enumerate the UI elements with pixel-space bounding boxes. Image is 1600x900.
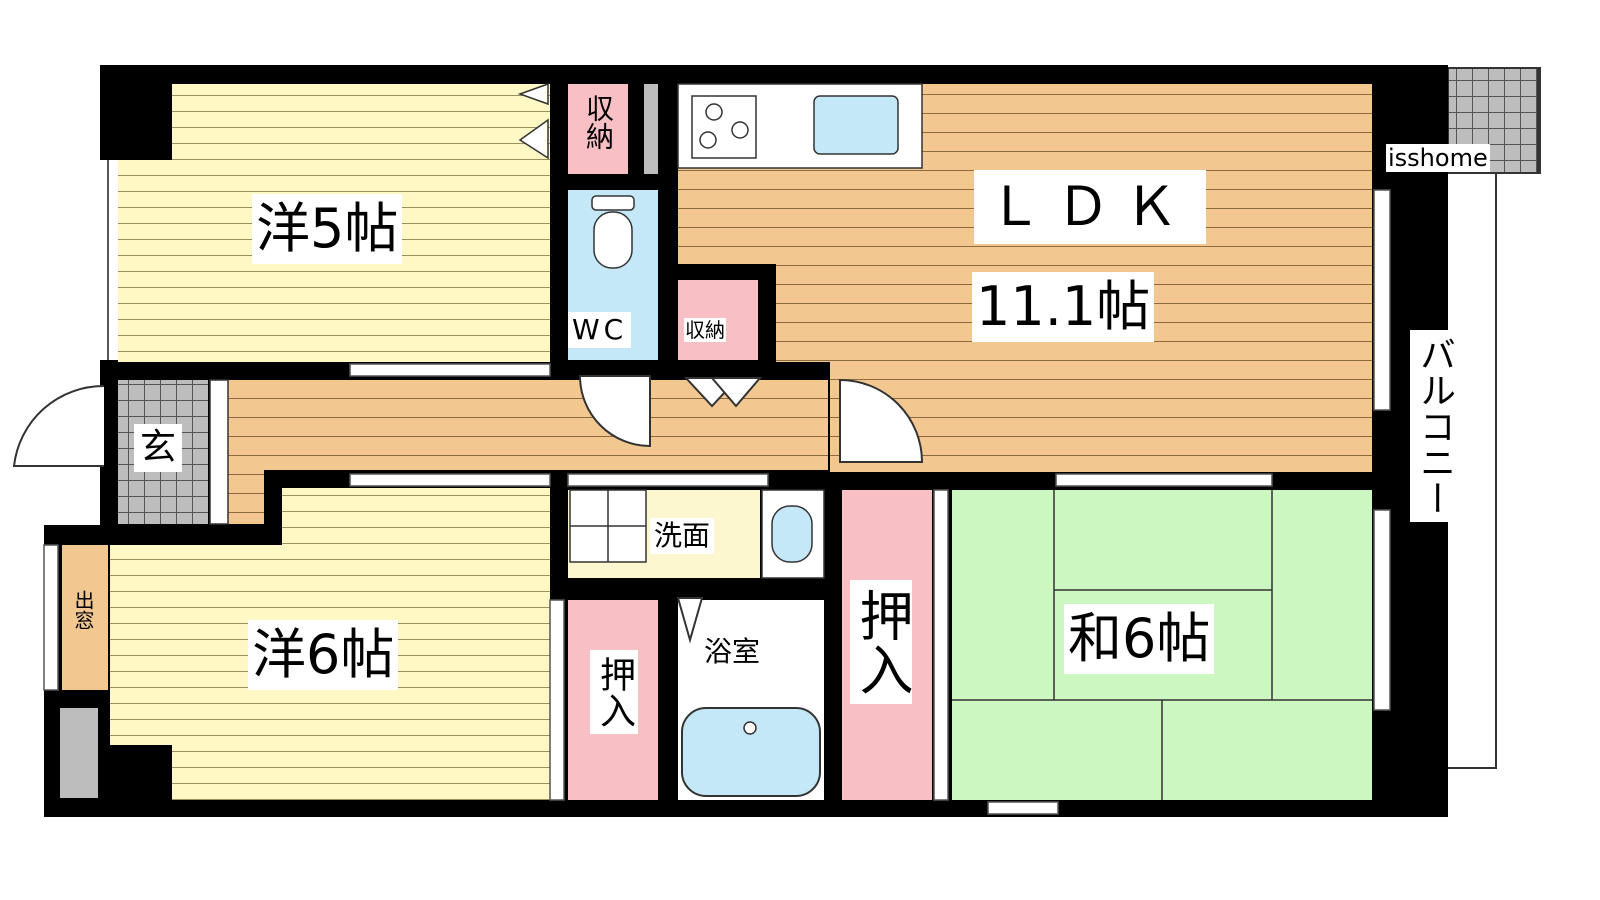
room-label-western-6: 洋6帖	[248, 620, 399, 690]
room-label-balcony: バルコニー	[1410, 330, 1458, 522]
watermark-text: isshome	[1386, 144, 1490, 172]
room-label-western-5: 洋5帖	[252, 194, 403, 264]
windows	[43, 189, 1391, 815]
room-label-bathroom: 浴室	[700, 634, 765, 670]
entrance	[12, 379, 229, 525]
room-bathroom	[678, 600, 824, 800]
room-label-entrance: 玄	[134, 424, 183, 472]
room-label-ldk: ＬＤＫ	[974, 170, 1206, 244]
room-label-closet-right: 押入	[850, 580, 913, 704]
room-label-wc: WC	[568, 312, 632, 348]
room-label-washroom: 洗面	[650, 518, 715, 554]
hallway-lower	[228, 468, 264, 524]
room-label-ldk-size: 11.1帖	[972, 272, 1155, 342]
doors	[578, 375, 924, 644]
room-label-closet-left: 押入	[590, 650, 638, 734]
room-label-storage-middle: 収納	[684, 318, 726, 342]
room-label-bay-window: 出窓	[71, 588, 95, 632]
room-label-storage-top: 収納	[580, 90, 616, 154]
room-label-japanese-6: 和6帖	[1064, 604, 1215, 674]
